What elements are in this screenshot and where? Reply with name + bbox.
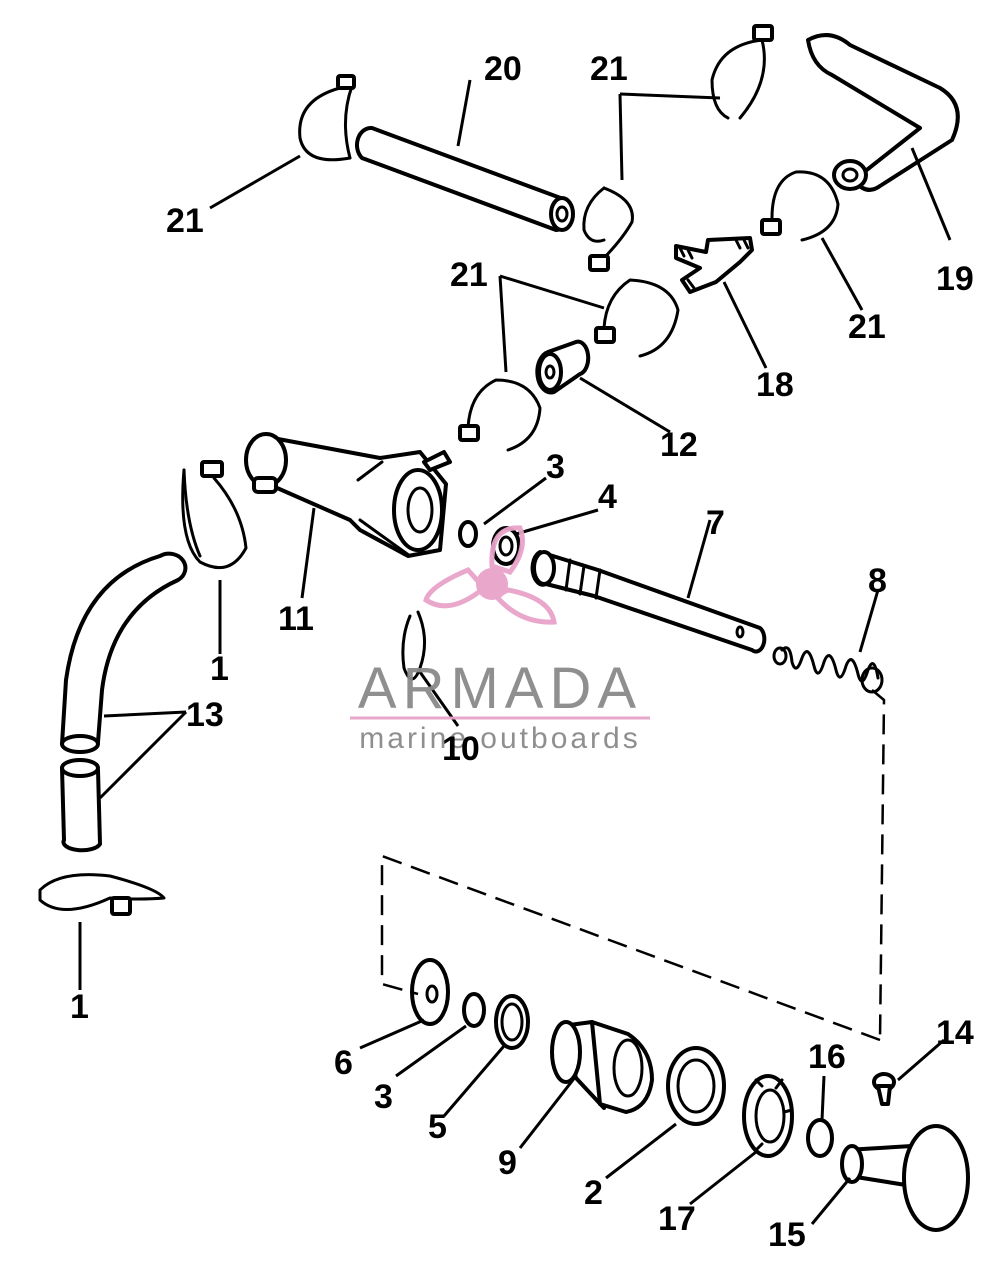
callout-19: 19 — [936, 260, 974, 298]
part-4-washer — [491, 526, 521, 566]
propeller-logo — [423, 525, 557, 625]
armada-watermark: ARMADA marine outboards — [350, 525, 650, 755]
callout-9: 9 — [498, 1144, 517, 1182]
part-17-nut — [742, 1074, 794, 1158]
callout-8: 8 — [868, 562, 887, 600]
callout-12: 12 — [660, 426, 698, 464]
callout-21-top: 21 — [590, 50, 628, 88]
part-1-clamp-lower — [38, 873, 166, 916]
part-15-knob — [840, 1124, 970, 1232]
part-13-hose-upper — [60, 551, 188, 754]
callout-13: 13 — [186, 696, 224, 734]
callout-4: 4 — [598, 478, 617, 516]
part-21-clamp-center-upper — [594, 278, 680, 358]
callout-16: 16 — [808, 1038, 846, 1076]
part-10-retaining-clip — [401, 610, 426, 681]
callout-21-center: 21 — [450, 256, 488, 294]
part-3-oring-lower — [462, 992, 486, 1028]
callout-6: 6 — [334, 1044, 353, 1082]
part-21-clamp-upper-left — [298, 74, 356, 162]
callout-20: 20 — [484, 50, 522, 88]
callout-labels: 20 21 21 21 21 19 18 12 3 4 7 8 11 1 13 … — [70, 50, 974, 1254]
part-21-clamp-right — [760, 170, 840, 242]
callout-3-upper: 3 — [546, 448, 565, 486]
callout-17: 17 — [658, 1200, 696, 1238]
part-18-tee-fitting — [674, 236, 754, 294]
part-13-hose-lower — [60, 758, 102, 853]
watermark-tagline: marine outboards — [359, 722, 640, 755]
callout-7: 7 — [706, 504, 725, 542]
callout-2: 2 — [584, 1174, 603, 1212]
part-21-clamp-top — [710, 24, 774, 120]
part-2-ring — [666, 1046, 726, 1126]
part-11-housing — [244, 432, 452, 558]
callout-21-right: 21 — [848, 308, 886, 346]
part-16-oring — [806, 1118, 834, 1158]
part-7-shaft — [530, 550, 767, 654]
callout-18: 18 — [756, 366, 794, 404]
callout-3-lower: 3 — [374, 1078, 393, 1116]
callout-10: 10 — [442, 730, 480, 768]
part-6-washer — [410, 958, 450, 1026]
part-14-screw — [872, 1072, 896, 1106]
part-21-clamp-center-lower — [458, 378, 542, 452]
part-19-elbow-hose — [806, 33, 960, 192]
part-3-oring-upper — [458, 520, 478, 548]
part-5-seal — [494, 994, 530, 1050]
callout-11: 11 — [278, 600, 314, 638]
assembly-dashed-lines — [380, 689, 886, 1042]
callout-1-upper: 1 — [210, 650, 229, 688]
leader-lines — [78, 79, 952, 1225]
part-1-clamp-upper — [181, 460, 248, 570]
part-20-hose — [355, 125, 575, 232]
part-9-bushing — [550, 1020, 654, 1114]
callout-1-lower: 1 — [70, 988, 89, 1026]
callout-5: 5 — [428, 1108, 447, 1146]
part-12-sleeve — [535, 339, 591, 395]
part-21-clamp-mid — [582, 186, 634, 272]
part-8-spring — [772, 646, 884, 694]
callout-21-left: 21 — [166, 202, 204, 240]
callout-15: 15 — [768, 1216, 806, 1254]
callout-14: 14 — [936, 1014, 974, 1052]
watermark-brand-name: ARMADA — [358, 656, 642, 721]
